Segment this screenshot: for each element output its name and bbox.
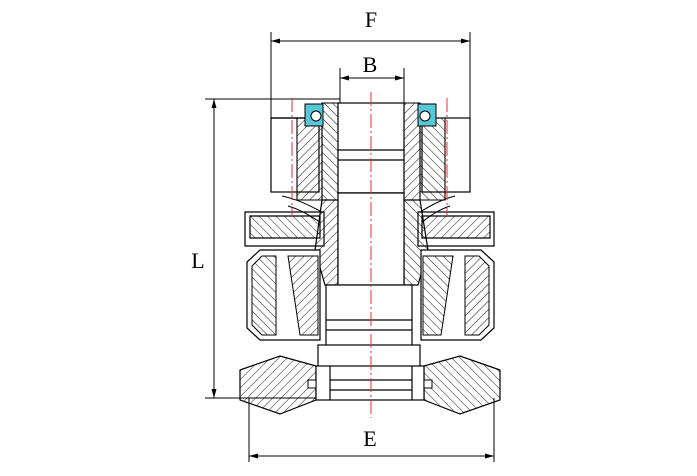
spring	[281, 195, 456, 223]
dimension-f	[270, 32, 471, 118]
dimension-b-label: B	[363, 52, 378, 77]
centerline	[291, 92, 448, 418]
lower-shaft	[317, 284, 421, 368]
dimension-l-label: L	[191, 248, 204, 273]
lower-housing-hatch	[251, 255, 490, 336]
seal-ring	[304, 103, 437, 127]
bottom-flange	[239, 355, 501, 415]
upper-bearing-sleeve	[296, 102, 446, 201]
dimension-f-label: F	[365, 7, 377, 32]
middle-disc	[244, 211, 495, 247]
lower-seal	[307, 379, 433, 389]
dimension-b	[339, 68, 405, 104]
dimension-e-label: E	[363, 426, 376, 451]
dimension-e	[248, 398, 495, 462]
